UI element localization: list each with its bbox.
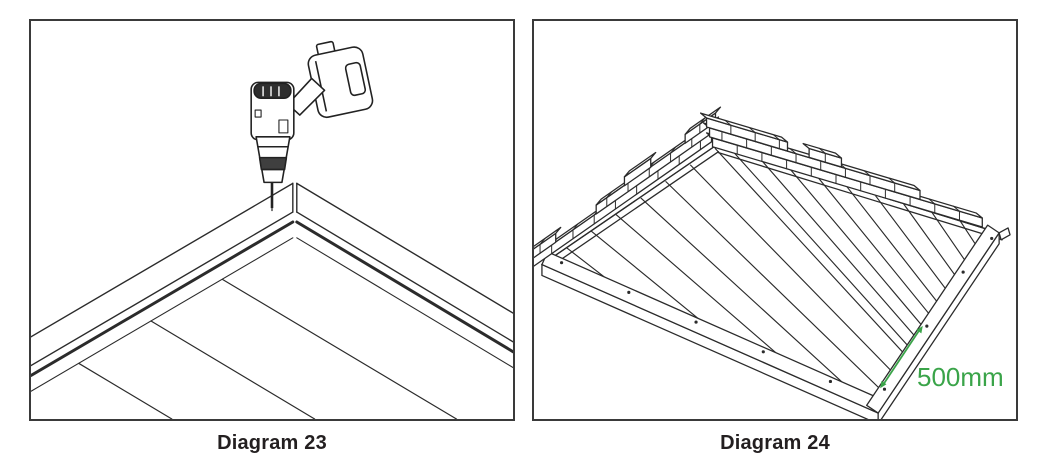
- dimension-label: 500mm: [917, 362, 1004, 392]
- drill-handle: [287, 77, 326, 116]
- diagram-23-panel: [29, 19, 515, 421]
- dimension-arrow-icon: [880, 325, 923, 389]
- brick-wall-left: [534, 106, 722, 267]
- screw-dots: [559, 236, 994, 391]
- floor-base-drawing: [534, 106, 1011, 419]
- deck-corner-drawing: [31, 40, 513, 419]
- floor-plank-lines: [78, 278, 458, 419]
- drill-cap: [253, 82, 292, 100]
- drill-icon: [250, 40, 374, 212]
- diagram-23-caption: Diagram 23: [217, 432, 327, 454]
- brick-wall-right: [699, 112, 983, 228]
- diagram-24-panel: 500mm: [532, 19, 1018, 421]
- diagram-24-caption: Diagram 24: [720, 432, 830, 454]
- drill-battery-pack: [307, 40, 374, 119]
